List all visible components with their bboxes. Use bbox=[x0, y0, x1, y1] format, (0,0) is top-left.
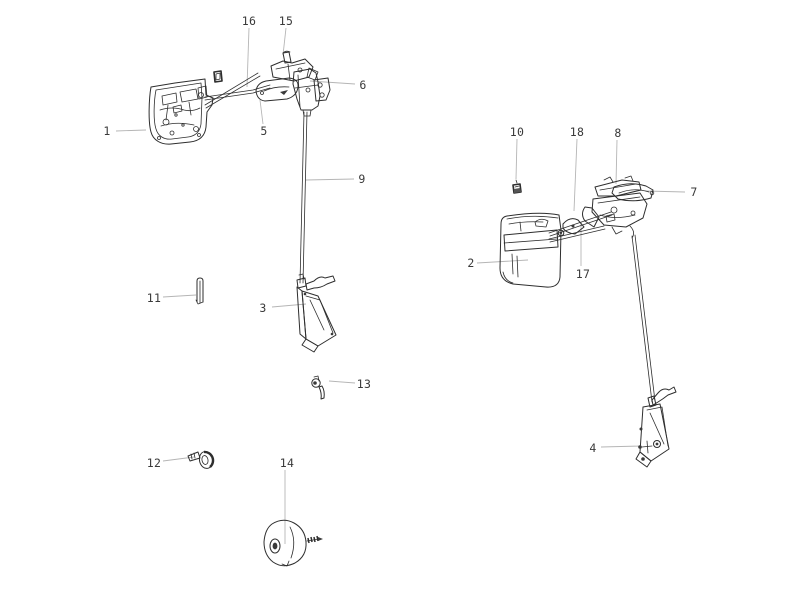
part-drawing-rod-clip bbox=[311, 375, 325, 400]
leader-part-13 bbox=[328, 380, 356, 384]
part-drawing-grommet bbox=[187, 450, 215, 469]
panel-mechanism-details bbox=[157, 85, 208, 140]
part-drawing-lock-cylinder-knob bbox=[263, 519, 323, 567]
leader-part-15 bbox=[282, 27, 287, 56]
part-drawing-latch-body-right bbox=[582, 192, 648, 239]
leader-part-5 bbox=[259, 99, 264, 125]
part-drawing-lock-rod-left bbox=[299, 111, 308, 284]
part-drawing-striker-bracket-right bbox=[635, 386, 677, 468]
part-drawing-door-panel-right bbox=[499, 212, 565, 288]
part-label-5: 5 bbox=[260, 124, 267, 138]
part-label-3: 3 bbox=[259, 301, 266, 315]
part-drawing-inner-door-panel-left bbox=[148, 78, 214, 145]
part-drawing-control-rods-left bbox=[204, 72, 271, 109]
part-label-14: 14 bbox=[280, 456, 294, 470]
part-drawing-lock-knob bbox=[282, 50, 292, 64]
part-label-6: 6 bbox=[359, 78, 366, 92]
leader-part-11 bbox=[162, 294, 197, 298]
part-drawing-small-clip-left bbox=[213, 70, 223, 83]
leader-part-9 bbox=[305, 178, 355, 181]
part-label-4: 4 bbox=[589, 441, 596, 455]
leader-part-8 bbox=[615, 139, 618, 185]
part-label-1: 1 bbox=[103, 124, 110, 138]
part-drawing-hairpin-clip bbox=[195, 277, 204, 305]
part-drawing-control-rods-right bbox=[548, 211, 613, 243]
leader-part-1 bbox=[115, 129, 147, 132]
part-drawing-lock-rod-right bbox=[631, 234, 656, 403]
part-drawings bbox=[148, 50, 677, 567]
part-label-13: 13 bbox=[357, 377, 371, 391]
leader-part-4 bbox=[600, 445, 642, 448]
leader-part-6 bbox=[309, 80, 356, 85]
part-drawing-latch-body-left bbox=[292, 68, 331, 117]
part-label-18: 18 bbox=[570, 125, 584, 139]
part-drawing-small-clip-right bbox=[512, 179, 522, 194]
part-label-15: 15 bbox=[279, 14, 293, 28]
leader-lines bbox=[115, 27, 686, 544]
part-label-7: 7 bbox=[690, 185, 697, 199]
part-drawing-striker-bracket-left bbox=[296, 273, 337, 353]
leader-part-2 bbox=[476, 259, 529, 264]
part-label-8: 8 bbox=[614, 126, 621, 140]
leader-part-10 bbox=[515, 138, 518, 180]
screw-threads bbox=[307, 535, 319, 544]
leader-part-16 bbox=[246, 27, 250, 88]
part-drawing-inside-handle-left bbox=[255, 77, 299, 102]
part-label-10: 10 bbox=[510, 125, 524, 139]
part-label-12: 12 bbox=[147, 456, 161, 470]
leader-part-3 bbox=[271, 303, 307, 308]
leader-part-18 bbox=[573, 138, 578, 212]
part-label-2: 2 bbox=[467, 256, 474, 270]
part-label-11: 11 bbox=[147, 291, 161, 305]
part-label-17: 17 bbox=[576, 267, 590, 281]
part-labels: 1 16 15 5 6 9 3 11 13 12 14 10 18 8 7 2 … bbox=[103, 14, 697, 470]
part-label-9: 9 bbox=[358, 172, 365, 186]
part-label-16: 16 bbox=[242, 14, 256, 28]
